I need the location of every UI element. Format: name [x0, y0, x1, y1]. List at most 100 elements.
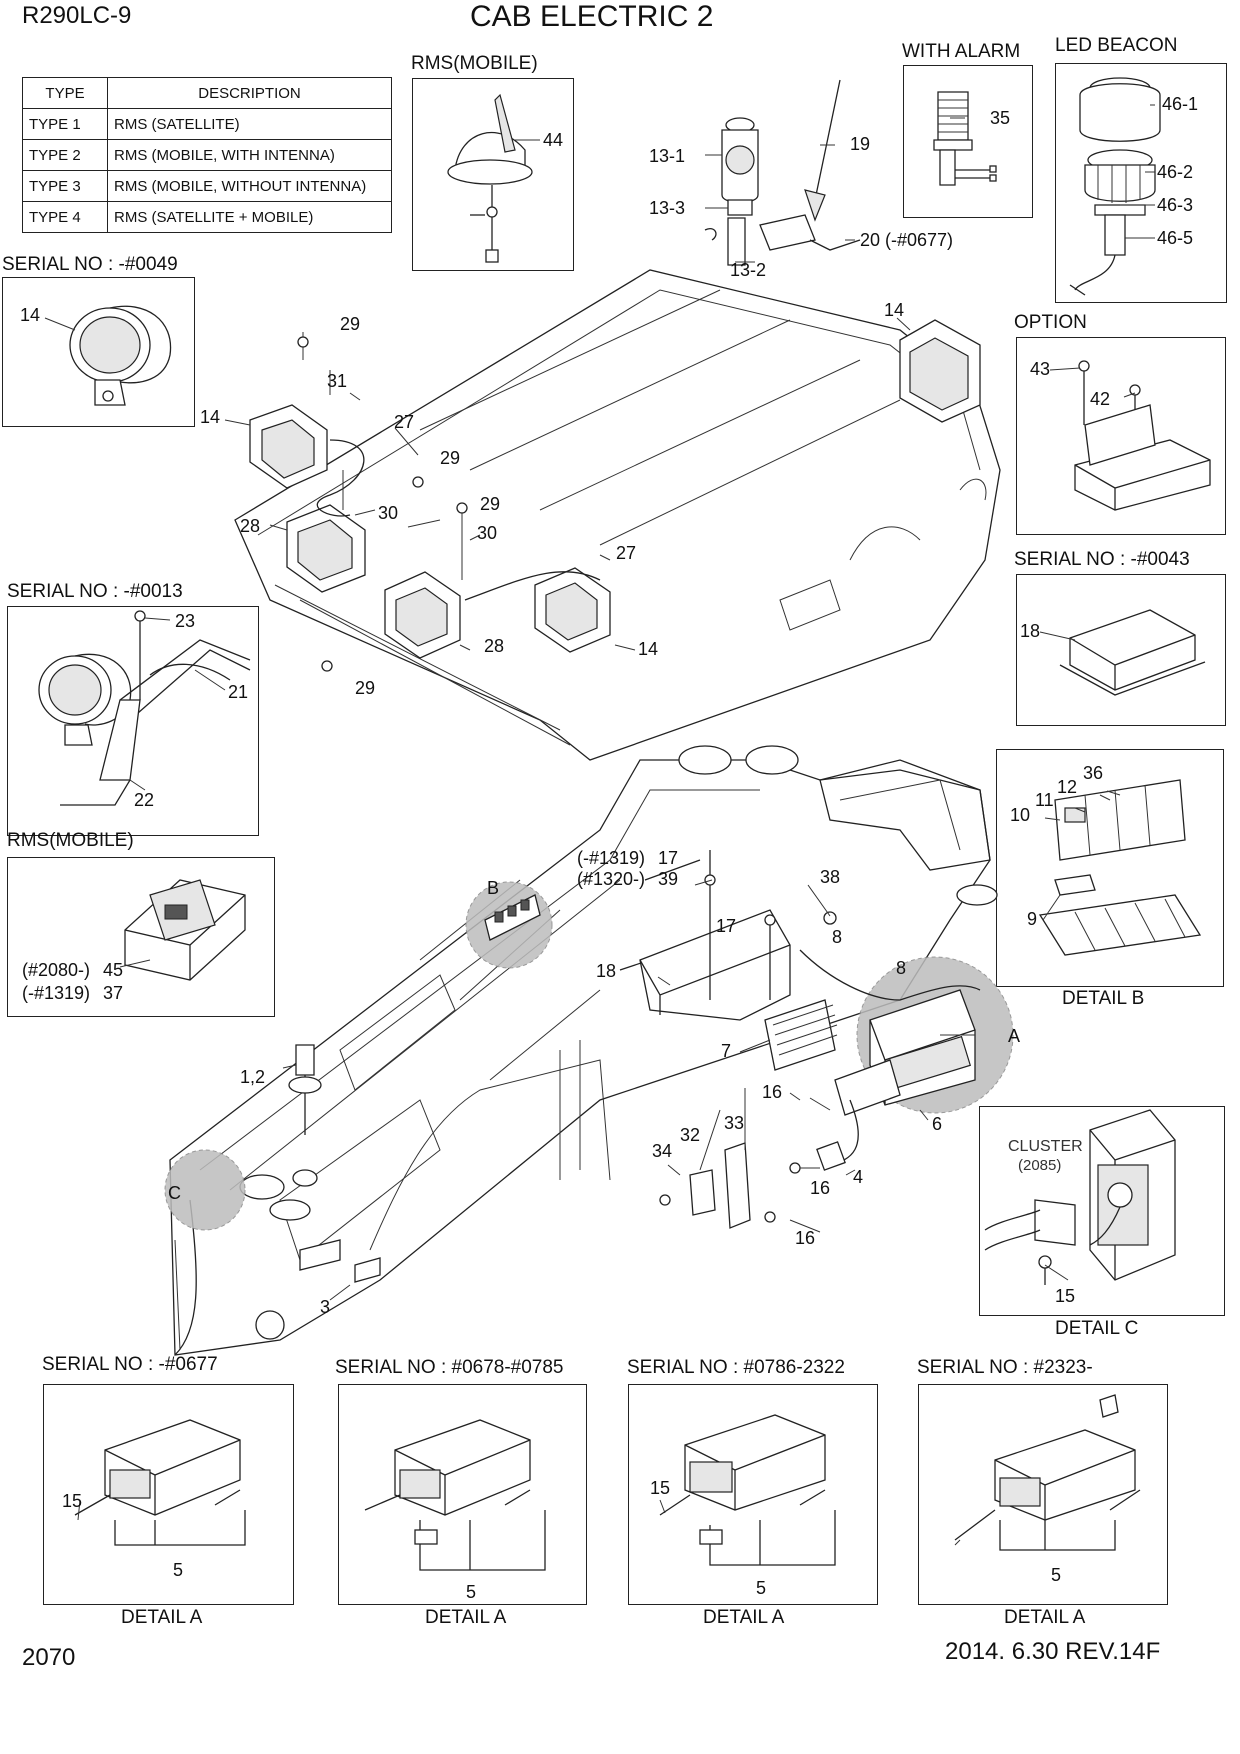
- serial-0043-drawing: [1059, 609, 1206, 696]
- callout-30-a: 30: [378, 503, 398, 523]
- callout-46-1: 46-1: [1162, 94, 1198, 114]
- table-cell: RMS (SATELLITE): [107, 108, 392, 140]
- callout-5-a4: 5: [1051, 1565, 1061, 1585]
- callout-17-b: 17: [716, 916, 736, 936]
- callout-42: 42: [1090, 389, 1110, 409]
- title-rms-mobile-unit: RMS(MOBILE): [7, 830, 134, 851]
- work-lamp-0049-drawing: [69, 305, 172, 406]
- callout-15-a3: 15: [650, 1478, 670, 1498]
- callout-44: 44: [543, 130, 563, 150]
- title-rms-mobile-antenna: RMS(MOBILE): [411, 53, 538, 74]
- callout-5-a3: 5: [756, 1578, 766, 1598]
- callout-14-b: 14: [200, 407, 220, 427]
- title-detail-a-3: DETAIL A: [703, 1607, 785, 1628]
- callout-20-serial: (-#0677): [885, 230, 953, 250]
- callout-23: 23: [175, 611, 195, 631]
- cab-frame-drawing: [169, 745, 998, 1356]
- callout-9: 9: [1027, 909, 1037, 929]
- rms-unit-drawing: [124, 879, 246, 981]
- callout-17-serial: (-#1319): [577, 848, 645, 868]
- work-lamp-0013-drawing: [38, 610, 251, 806]
- callout-14-a: 14: [20, 305, 40, 325]
- type-description-table: TYPE DESCRIPTION TYPE 1 RMS (SATELLITE) …: [22, 77, 392, 233]
- alarm-beacon-drawing: [933, 91, 997, 186]
- title-option: OPTION: [1014, 312, 1087, 333]
- callout-46-5: 46-5: [1157, 228, 1193, 248]
- table-row: TYPE 3 RMS (MOBILE, WITHOUT INTENNA): [22, 170, 392, 202]
- title-detail-a-1: DETAIL A: [121, 1607, 203, 1628]
- title-with-alarm: WITH ALARM: [902, 41, 1021, 62]
- callout-16-c: 16: [795, 1228, 815, 1248]
- callout-34: 34: [652, 1141, 672, 1161]
- title-serial-2323: SERIAL NO : #2323-: [917, 1357, 1093, 1378]
- table-row: TYPE 2 RMS (MOBILE, WITH INTENNA): [22, 139, 392, 171]
- cab-roof-drawing: [234, 269, 1001, 761]
- callout-39: 39: [658, 869, 678, 889]
- mark-a: A: [1008, 1026, 1020, 1046]
- callout-28-a: 28: [240, 516, 260, 536]
- callout-29-b: 29: [440, 448, 460, 468]
- callout-12: 12: [1057, 777, 1077, 797]
- option-box-drawing: [1074, 360, 1211, 511]
- title-serial-0049: SERIAL NO : -#0049: [2, 254, 178, 275]
- callout-35: 35: [990, 108, 1010, 128]
- callout-6: 6: [932, 1114, 942, 1134]
- title-detail-c: DETAIL C: [1055, 1318, 1139, 1339]
- callout-36: 36: [1083, 763, 1103, 783]
- callout-13-2: 13-2: [730, 260, 766, 280]
- radio-unit-main: [869, 989, 976, 1106]
- callout-43: 43: [1030, 359, 1050, 379]
- table-cell: RMS (MOBILE, WITH INTENNA): [107, 139, 392, 171]
- callout-14-c: 14: [884, 300, 904, 320]
- title-serial-0786-2322: SERIAL NO : #0786-2322: [627, 1357, 845, 1378]
- model-number: R290LC-9: [22, 2, 132, 29]
- callout-16-b: 16: [810, 1178, 830, 1198]
- callout-5-a2: 5: [466, 1582, 476, 1602]
- title-serial-0013: SERIAL NO : -#0013: [7, 581, 183, 602]
- callout-31: 31: [327, 371, 347, 391]
- callout-37-serial: (-#1319): [22, 983, 90, 1003]
- callout-28-b: 28: [484, 636, 504, 656]
- mark-b: B: [487, 878, 499, 898]
- callout-29-d: 29: [355, 678, 375, 698]
- page-title: CAB ELECTRIC 2: [470, 0, 714, 33]
- callout-13-1: 13-1: [649, 146, 685, 166]
- callout-18-b: 18: [596, 961, 616, 981]
- title-serial-0043: SERIAL NO : -#0043: [1014, 549, 1190, 570]
- callout-3: 3: [320, 1297, 330, 1317]
- callout-1-2: 1,2: [240, 1067, 265, 1087]
- switch-panel-b: [484, 894, 541, 941]
- callout-20: 20: [860, 230, 880, 250]
- rms-antenna-drawing: [447, 93, 533, 263]
- callout-4: 4: [853, 1167, 863, 1187]
- callout-39-serial: (#1320-): [577, 869, 645, 889]
- callout-46-2: 46-2: [1157, 162, 1193, 182]
- title-serial-0678-0785: SERIAL NO : #0678-#0785: [335, 1357, 564, 1378]
- callout-32: 32: [680, 1125, 700, 1145]
- table-row: TYPE 4 RMS (SATELLITE + MOBILE): [22, 201, 392, 233]
- highlight-circle-c: [164, 1149, 246, 1231]
- callout-45-serial: (#2080-): [22, 960, 90, 980]
- detail-b-switches: [1038, 779, 1202, 956]
- callout-45: 45: [103, 960, 123, 980]
- leader-lines: [44, 104, 1155, 1546]
- table-cell: TYPE 1: [22, 108, 108, 140]
- callout-38: 38: [820, 867, 840, 887]
- callout-37: 37: [103, 983, 123, 1003]
- table-cell: TYPE 4: [22, 201, 108, 233]
- led-beacon-drawing: [1069, 77, 1161, 296]
- callout-33: 33: [724, 1113, 744, 1133]
- callout-labels: 44 13-1 13-3 13-2 19 20 (-#0677) 35 46-1…: [20, 94, 1198, 1602]
- callout-14-d: 14: [638, 639, 658, 659]
- callout-22: 22: [134, 790, 154, 810]
- callout-10: 10: [1010, 805, 1030, 825]
- callout-16-a: 16: [762, 1082, 782, 1102]
- callout-7: 7: [721, 1041, 731, 1061]
- callout-29-a: 29: [340, 314, 360, 334]
- table-cell: RMS (SATELLITE + MOBILE): [107, 201, 392, 233]
- page-number: 2070: [22, 1644, 76, 1671]
- revision-date: 2014. 6.30 REV.14F: [945, 1638, 1161, 1665]
- title-detail-b: DETAIL B: [1062, 988, 1145, 1009]
